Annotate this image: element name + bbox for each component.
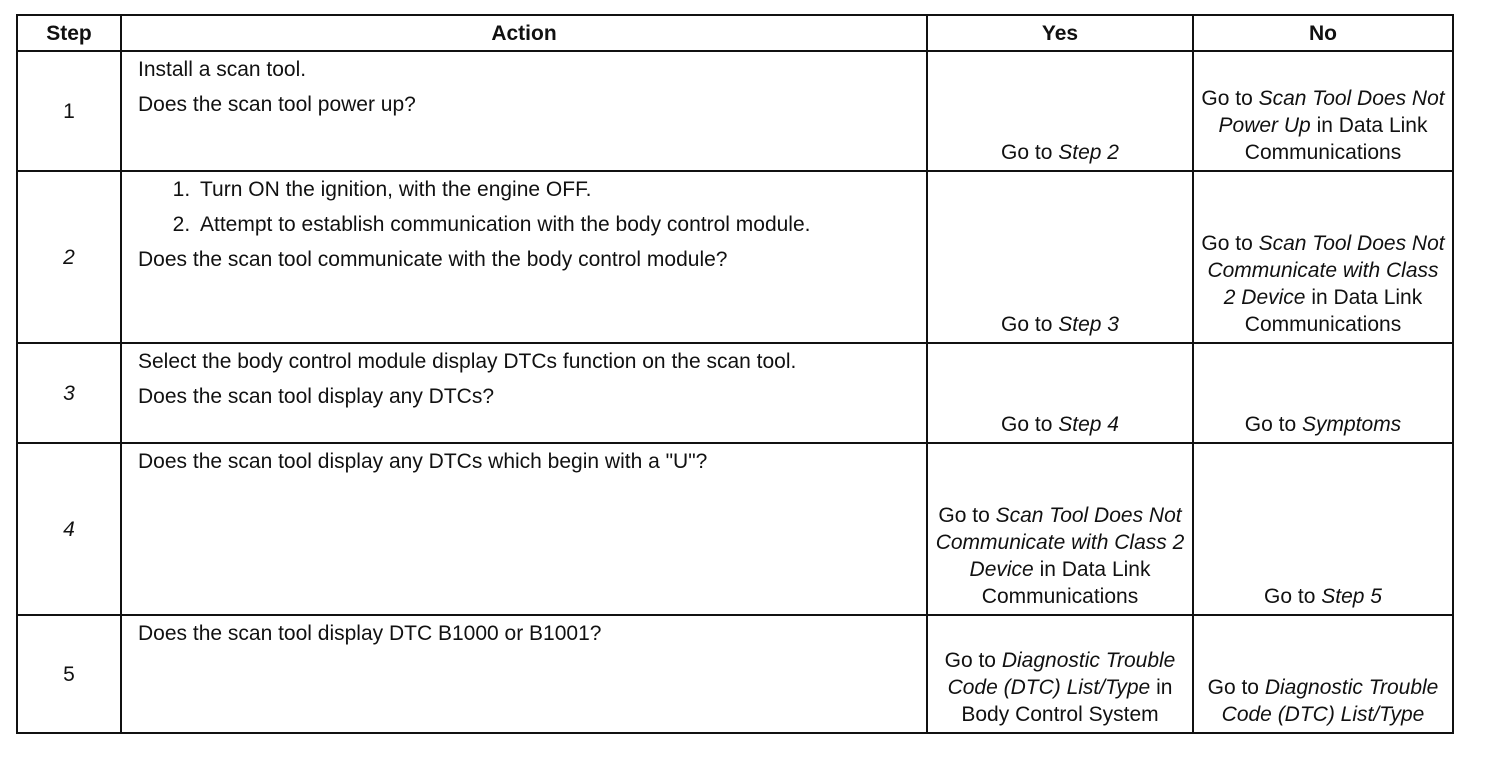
yes-cell: Go to Step 2 (926, 50, 1194, 172)
action-question: Does the scan tool communicate with the … (138, 248, 728, 271)
yes-link: Step 3 (1058, 313, 1119, 336)
no-link: Step 5 (1321, 585, 1382, 608)
action-cell: Install a scan tool. Does the scan tool … (120, 50, 928, 172)
list-item: Turn ON the ignition, with the engine OF… (196, 176, 910, 203)
table-row: 3 Select the body control module display… (16, 342, 1454, 444)
action-cell: Turn ON the ignition, with the engine OF… (120, 170, 928, 344)
list-item: Attempt to establish communication with … (196, 211, 910, 238)
table-row: 4 Does the scan tool display any DTCs wh… (16, 442, 1454, 616)
step-number: 4 (16, 442, 122, 616)
yes-link: Diagnostic Trouble Code (DTC) List/Type (947, 649, 1176, 699)
action-question: Does the scan tool display DTC B1000 or … (138, 622, 602, 645)
action-cell: Select the body control module display D… (120, 342, 928, 444)
yes-link: Step 2 (1058, 141, 1119, 164)
step-number: 3 (16, 342, 122, 444)
yes-link: Scan Tool Does Not Communicate with Clas… (935, 504, 1185, 581)
yes-cell: Go to Step 4 (926, 342, 1194, 444)
no-cell: Go to Symptoms (1192, 342, 1454, 444)
no-cell: Go to Scan Tool Does Not Power Up in Dat… (1192, 50, 1454, 172)
action-steps-list: Turn ON the ignition, with the engine OF… (138, 176, 910, 238)
yes-cell: Go to Diagnostic Trouble Code (DTC) List… (926, 614, 1194, 734)
no-cell: Go to Diagnostic Trouble Code (DTC) List… (1192, 614, 1454, 734)
no-link: Symptoms (1302, 413, 1402, 436)
header-row: Step Action Yes No (16, 14, 1454, 52)
header-yes: Yes (926, 14, 1194, 52)
no-link: Scan Tool Does Not Power Up (1218, 87, 1445, 137)
header-action: Action (120, 14, 928, 52)
step-number: 2 (16, 170, 122, 344)
header-step: Step (16, 14, 122, 52)
action-text: Select the body control module display D… (138, 350, 797, 373)
no-cell: Go to Step 5 (1192, 442, 1454, 616)
yes-cell: Go to Step 3 (926, 170, 1194, 344)
no-cell: Go to Scan Tool Does Not Communicate wit… (1192, 170, 1454, 344)
table-row: 2 Turn ON the ignition, with the engine … (16, 170, 1454, 344)
action-question: Does the scan tool power up? (138, 93, 416, 116)
action-cell: Does the scan tool display any DTCs whic… (120, 442, 928, 616)
yes-link: Step 4 (1058, 413, 1119, 436)
action-text: Install a scan tool. (138, 58, 307, 81)
action-cell: Does the scan tool display DTC B1000 or … (120, 614, 928, 734)
no-link: Diagnostic Trouble Code (DTC) List/Type (1221, 676, 1439, 726)
header-no: No (1192, 14, 1454, 52)
step-number: 1 (16, 50, 122, 172)
no-link: Scan Tool Does Not Communicate with Clas… (1207, 232, 1445, 309)
step-number: 5 (16, 614, 122, 734)
yes-cell: Go to Scan Tool Does Not Communicate wit… (926, 442, 1194, 616)
table-row: 1 Install a scan tool. Does the scan too… (16, 50, 1454, 172)
action-question: Does the scan tool display any DTCs whic… (138, 450, 708, 473)
diagnostic-table: Step Action Yes No 1 Install a scan tool… (16, 14, 1454, 734)
action-question: Does the scan tool display any DTCs? (138, 385, 495, 408)
table-row: 5 Does the scan tool display DTC B1000 o… (16, 614, 1454, 734)
